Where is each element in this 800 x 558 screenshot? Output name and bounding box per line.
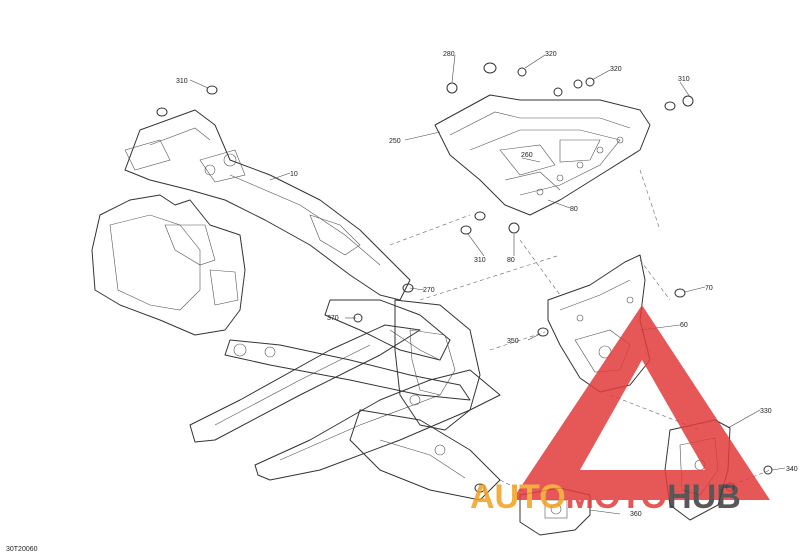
callout-320-top: 320 [545,51,557,58]
callout-340: 340 [786,466,798,473]
svg-text:AUTOMOTOHUB: AUTOMOTOHUB [470,478,741,516]
callout-80-middle: 80 [507,257,515,264]
callout-360: 360 [630,511,642,518]
watermark-logo: AUTOMOTOHUB [470,305,770,516]
callout-270: 270 [423,287,435,294]
main-frame [91,109,501,501]
watermark-hub: HUB [667,478,741,516]
callout-labels: 310 10 280 320 320 310 250 260 80 310 80… [6,51,798,553]
callout-60: 60 [680,322,688,329]
callout-260: 260 [521,152,533,159]
callout-250: 250 [389,138,401,145]
callout-330: 330 [760,408,772,415]
callout-310-top-left: 310 [176,78,188,85]
rear-subframe [434,94,651,216]
callout-10: 10 [290,171,298,178]
callout-310-top-right: 310 [678,76,690,83]
callout-280: 280 [443,51,455,58]
fasteners [156,62,773,493]
callout-80-right: 80 [570,206,578,213]
callout-310-middle: 310 [474,257,486,264]
watermark-triangle-icon [512,305,770,500]
diagram-code: 30T20060 [6,546,38,553]
watermark-moto: MOTO [566,478,667,516]
callout-320-right: 320 [610,66,622,73]
callout-370: 370 [327,315,339,322]
callout-350: 350 [507,338,519,345]
watermark-auto: AUTO [470,478,566,516]
callout-70: 70 [705,285,713,292]
